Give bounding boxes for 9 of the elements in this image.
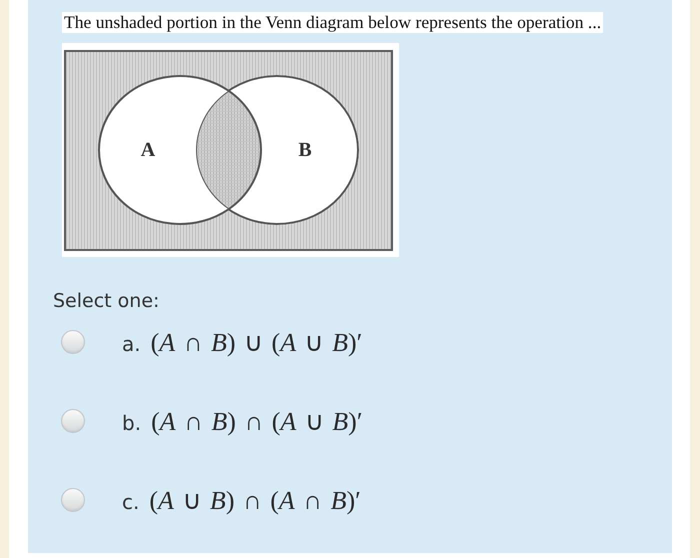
question-text: The unshaded portion in the Venn diagram below represents the operation ...	[62, 12, 604, 33]
set-label: A	[140, 139, 156, 161]
set-circle	[195, 75, 359, 225]
answer-option: b. (A ∩ B) ∩ (A ∪ B)′	[122, 406, 363, 436]
select-prompt: Select one:	[53, 289, 160, 314]
answer-option: c. (A ∪ B) ∩ (A ∩ B)′	[122, 484, 361, 516]
set-label: B	[298, 139, 312, 161]
answer-option: a. (A ∩ B) ∪ (A ∪ B)′	[122, 326, 362, 358]
crescent-region	[98, 75, 230, 225]
